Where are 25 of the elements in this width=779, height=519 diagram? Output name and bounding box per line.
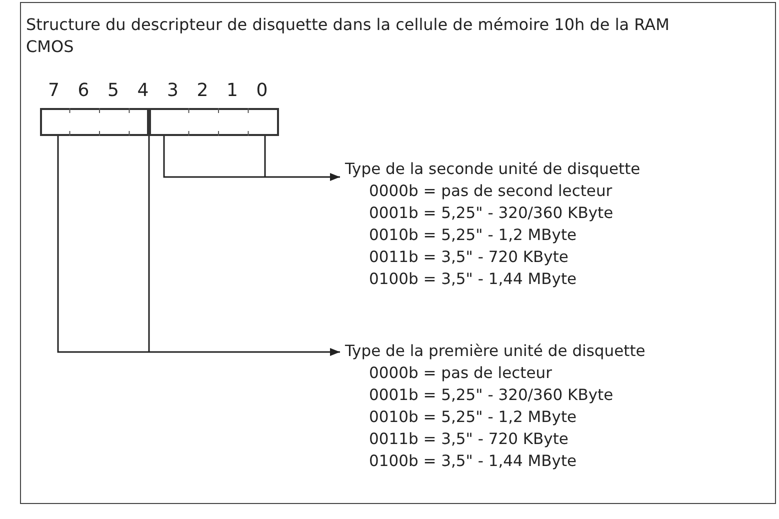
bit-field [40, 108, 149, 136]
drive-type-heading: Type de la seconde unité de disquette [345, 159, 642, 180]
drive-type-option: 0100b = 3,5" - 1,44 MByte [345, 268, 755, 290]
bit-number: 1 [226, 80, 238, 101]
drive-type-option: 0010b = 5,25" - 1,2 MByte [345, 224, 755, 246]
drive-type-option: 0011b = 3,5" - 720 KByte [345, 428, 755, 450]
arrow [57, 135, 341, 356]
drive-type-option: 0001b = 5,25" - 320/360 KByte [345, 384, 755, 406]
bit-number: 7 [48, 80, 60, 101]
drive-type-option: 0011b = 3,5" - 720 KByte [345, 246, 755, 268]
bit-number: 3 [167, 80, 178, 101]
arrow [163, 135, 341, 181]
drive-type-option: 0100b = 3,5" - 1,44 MByte [345, 450, 755, 472]
drive-type-heading: Type de la première unité de disquette [345, 341, 646, 362]
bit-number: 0 [256, 80, 268, 101]
diagram-title: Structure du descripteur de disquette dans la cellule de mémoire 10h de la RAM CMOS [26, 14, 670, 58]
drive-type-option: 0001b = 5,25" - 320/360 KByte [345, 202, 755, 224]
bit-number: 6 [78, 80, 90, 101]
drive-type-option: 0010b = 5,25" - 1,2 MByte [345, 406, 755, 428]
bit-field [149, 108, 279, 136]
bit-number: 4 [137, 80, 149, 101]
bit-number: 5 [108, 80, 119, 101]
drive-type-option: 0000b = pas de lecteur [345, 362, 755, 384]
bit-number: 2 [196, 80, 208, 101]
drive-type-option: 0000b = pas de second lecteur [345, 180, 755, 202]
